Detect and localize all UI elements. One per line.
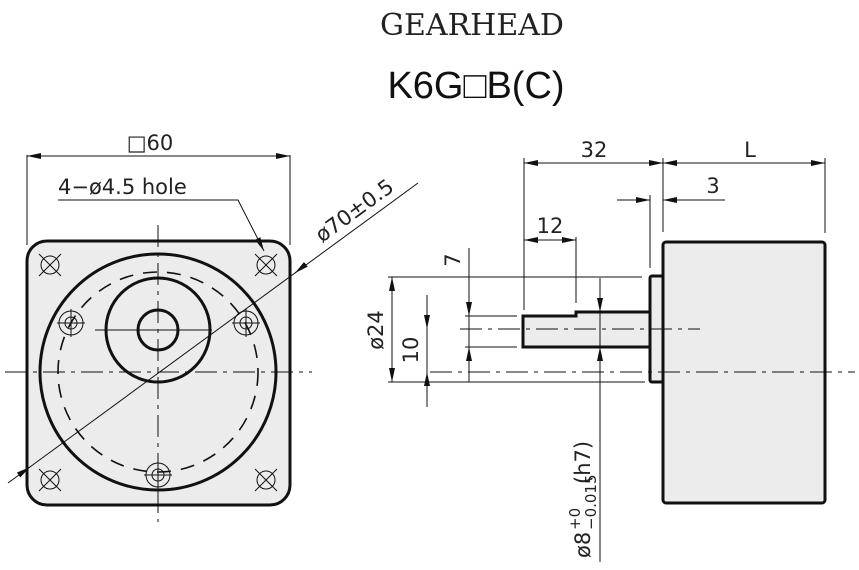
pcd-70-dim: ø70±0.5 xyxy=(311,174,398,247)
dim-3: 3 xyxy=(706,174,719,198)
shaft-tol-lower: −0.015 xyxy=(582,474,600,530)
drawing-title: GEARHEAD xyxy=(380,8,564,43)
shaft-fit: (h7) xyxy=(571,441,595,484)
dim-12: 12 xyxy=(537,214,564,238)
model-number: K6G□B(C) xyxy=(387,65,564,107)
front-view: □60 4−ø4.5 hole ø70±0.5 xyxy=(5,131,419,522)
dim-shaft-diameter: ø8 +0 −0.015 (h7) xyxy=(566,441,600,558)
shaft-tol-upper: +0 xyxy=(566,508,584,530)
dim-32: 32 xyxy=(581,138,608,162)
dim-L: L xyxy=(744,138,756,162)
side-view: 32 L 3 12 ø24 10 7 ø8 +0 −0. xyxy=(364,138,855,562)
dim-10: 10 xyxy=(399,337,423,364)
dim-dia-24: ø24 xyxy=(364,310,388,350)
hole-note: 4−ø4.5 hole xyxy=(58,175,187,199)
dim-7: 7 xyxy=(441,253,465,266)
mounting-holes xyxy=(38,253,278,492)
shaft-dia-label: ø8 xyxy=(571,532,595,558)
square-60-dim: □60 xyxy=(127,131,174,155)
screws xyxy=(57,309,260,489)
